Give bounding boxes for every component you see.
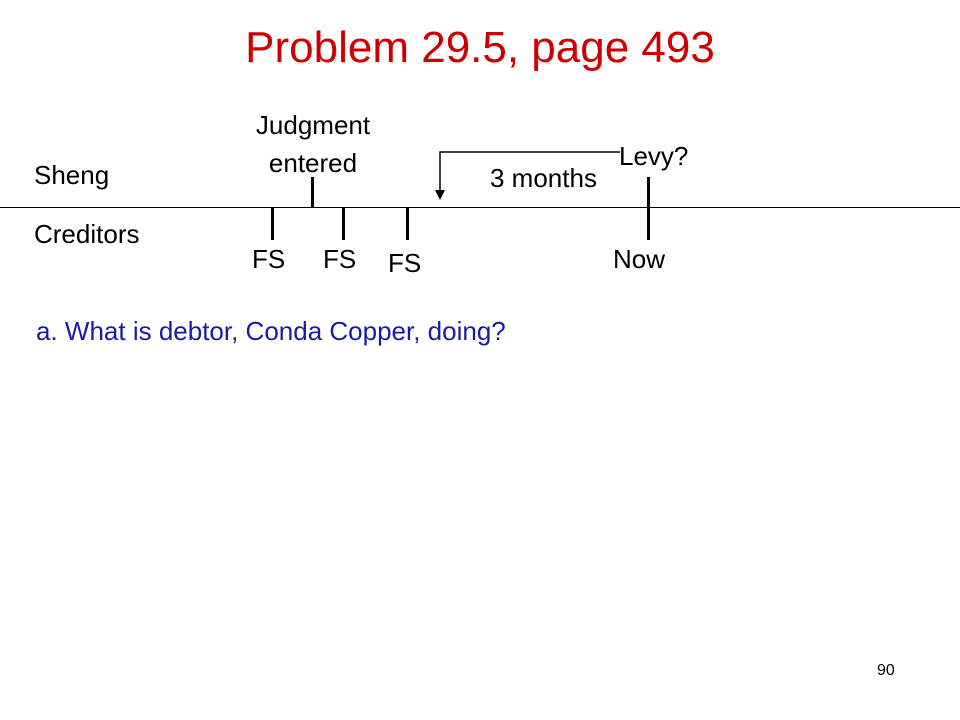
fs-tick-1 [271, 208, 274, 240]
timeline-axis [0, 207, 960, 208]
three-months-label: 3 months [490, 163, 597, 193]
fs-tick-3 [406, 208, 409, 240]
judgment-entered-label: Judgment entered [230, 106, 396, 182]
judgment-tick [311, 177, 314, 208]
levy-tick [647, 177, 650, 208]
fs-label-2: FS [323, 244, 357, 274]
party-creditors-label: Creditors [34, 219, 140, 249]
fs-label-1: FS [252, 244, 286, 274]
judgment-label-line2: entered [268, 148, 358, 178]
party-sheng-label: Sheng [34, 160, 110, 190]
judgment-label-line1: Judgment [255, 110, 371, 140]
fs-tick-2 [342, 208, 345, 240]
fs-label-3: FS [388, 248, 422, 278]
slide-title: Problem 29.5, page 493 [245, 23, 715, 72]
page-number: 90 [877, 662, 895, 679]
levy-label: Levy? [619, 141, 689, 171]
question-text: a. What is debtor, Conda Copper, doing? [36, 316, 506, 346]
now-label: Now [613, 244, 666, 274]
now-tick [647, 208, 650, 240]
